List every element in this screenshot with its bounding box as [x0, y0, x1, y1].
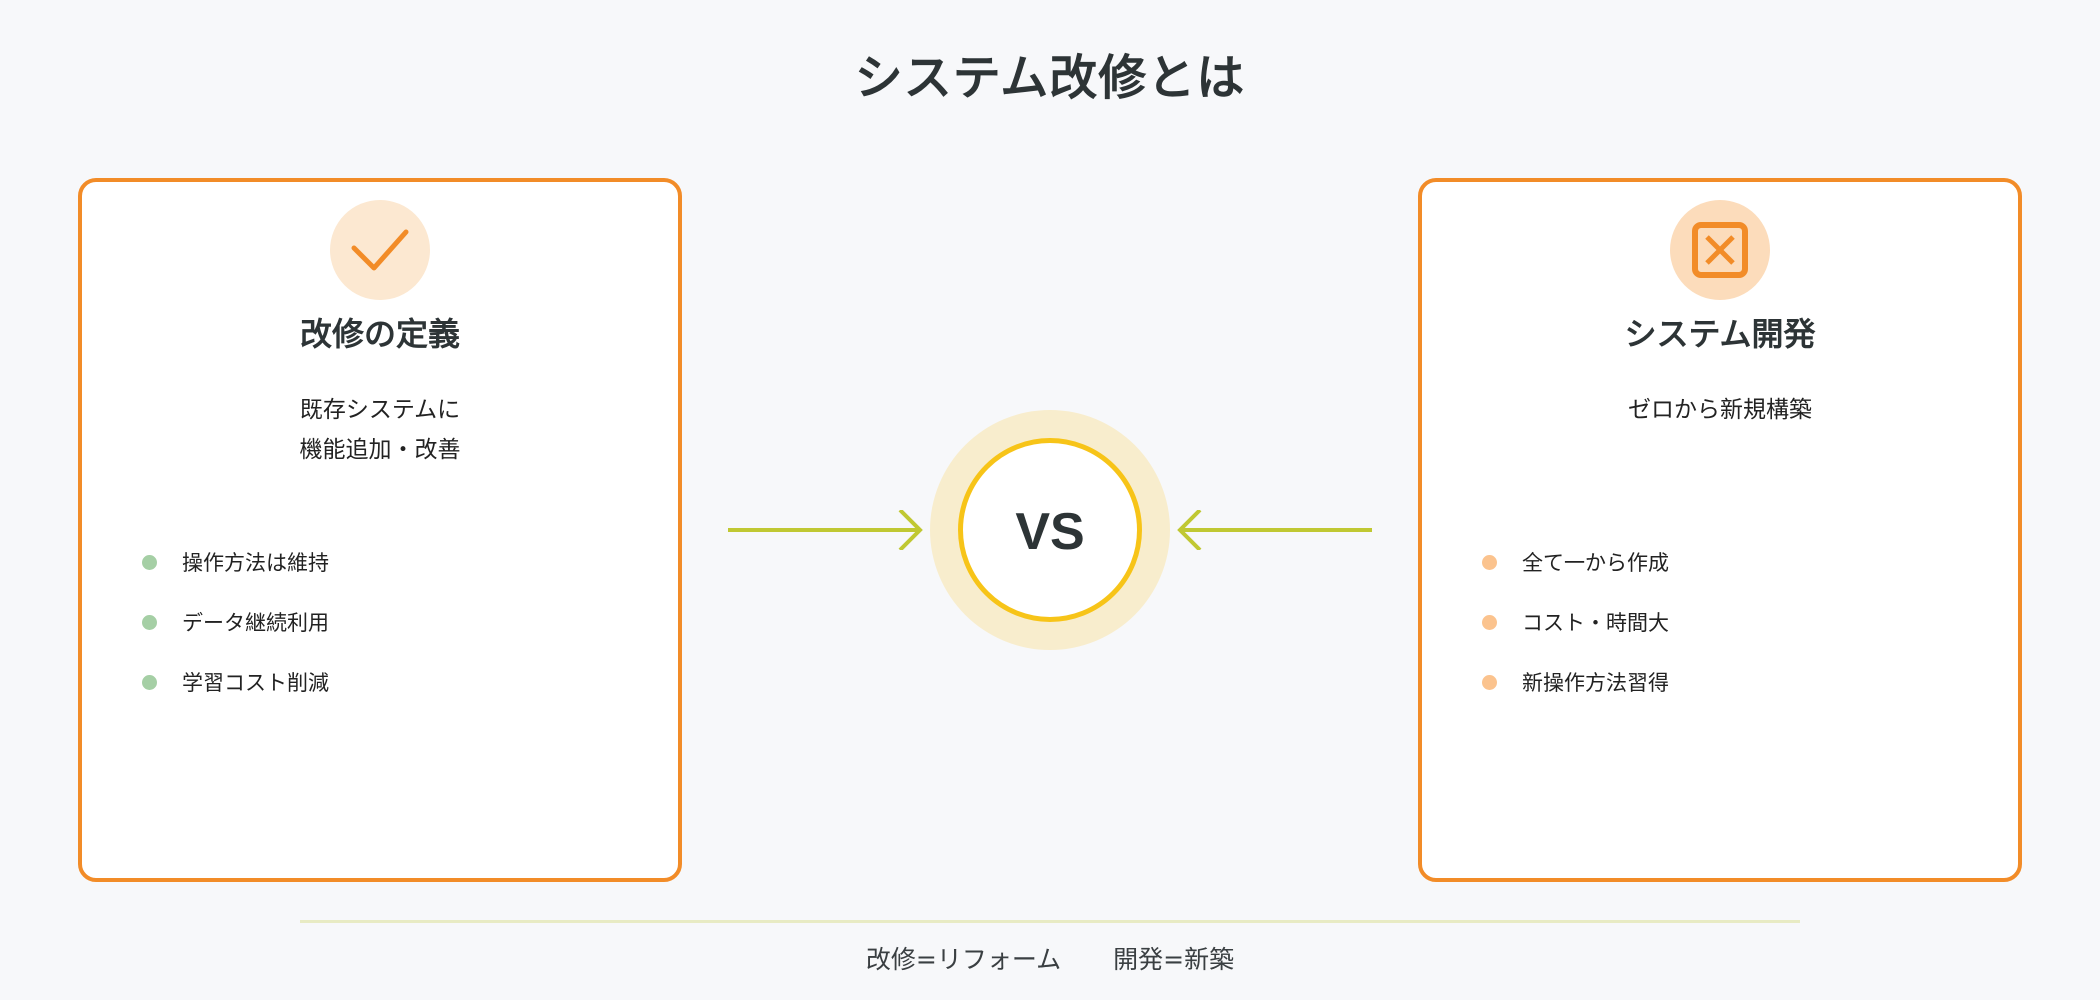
list-item: 新操作方法習得: [1482, 652, 1669, 712]
list-item-label: 新操作方法習得: [1522, 671, 1669, 695]
description-line: ゼロから新規構築: [1628, 397, 1812, 423]
bullet-dot-icon: [142, 614, 157, 630]
list-item: 学習コスト削減: [142, 652, 329, 712]
list-item: データ継続利用: [142, 592, 329, 652]
description-line: 既存システムに: [299, 397, 461, 423]
vs-badge: VS: [958, 438, 1142, 622]
renovation-definition-card: 改修の定義 既存システムに 機能追加・改善 操作方法は維持 データ継続利用 学習…: [78, 178, 682, 882]
bullet-dot-icon: [1482, 554, 1497, 570]
list-item-label: データ継続利用: [182, 611, 329, 635]
x-box-icon: [1692, 222, 1748, 278]
card-description: ゼロから新規構築: [1422, 390, 2018, 430]
bullet-dot-icon: [1482, 674, 1497, 690]
bullet-dot-icon: [142, 674, 157, 690]
list-item-label: 全て一から作成: [1522, 551, 1669, 575]
caption-development: 開発=新築: [1113, 945, 1235, 974]
arrow-left-icon: [1177, 510, 1372, 550]
footer-divider: [300, 920, 1800, 923]
card-description: 既存システムに 機能追加・改善: [82, 390, 678, 470]
vs-badge-halo: VS: [930, 410, 1170, 650]
checkmark-icon: [351, 229, 409, 271]
card-title: 改修の定義: [299, 315, 460, 353]
list-item-label: 学習コスト削減: [182, 671, 329, 695]
footer-caption: 改修=リフォーム 開発=新築: [0, 942, 2100, 978]
list-item: コスト・時間大: [1482, 592, 1669, 652]
card-title: システム開発: [1624, 315, 1816, 353]
description-line: 機能追加・改善: [299, 437, 461, 463]
caption-renovation: 改修=リフォーム: [865, 945, 1062, 974]
feature-list: 操作方法は維持 データ継続利用 学習コスト削減: [142, 532, 329, 712]
arrow-right-icon: [728, 510, 923, 550]
bullet-dot-icon: [142, 554, 157, 570]
list-item: 全て一から作成: [1482, 532, 1669, 592]
feature-list: 全て一から作成 コスト・時間大 新操作方法習得: [1482, 532, 1669, 712]
system-development-card: システム開発 ゼロから新規構築 全て一から作成 コスト・時間大 新操作方法習得: [1418, 178, 2022, 882]
vs-label: VS: [1015, 503, 1085, 561]
checkmark-icon-badge: [330, 200, 430, 300]
list-item: 操作方法は維持: [142, 532, 329, 592]
page-title: システム改修とは: [854, 50, 1246, 106]
x-box-icon-badge: [1670, 200, 1770, 300]
list-item-label: コスト・時間大: [1522, 611, 1669, 635]
list-item-label: 操作方法は維持: [182, 551, 329, 575]
bullet-dot-icon: [1482, 614, 1497, 630]
